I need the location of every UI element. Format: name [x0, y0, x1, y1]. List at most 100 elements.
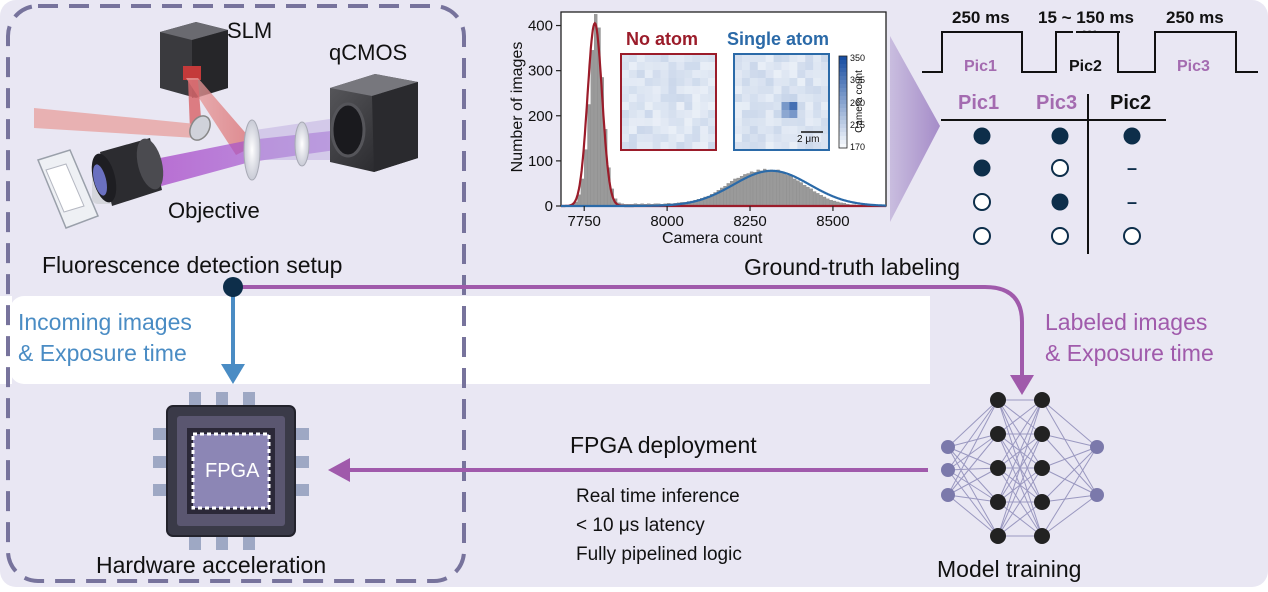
histogram-bar — [581, 179, 584, 206]
nn-node — [990, 460, 1006, 476]
image-pixel — [797, 94, 805, 102]
image-pixel — [700, 102, 708, 110]
image-pixel — [742, 134, 750, 142]
image-pixel — [653, 62, 661, 70]
label-empty-circle — [1052, 228, 1068, 244]
table-header-pic2: Pic2 — [1110, 92, 1151, 115]
image-pixel — [734, 54, 742, 62]
histogram-bar — [793, 179, 796, 206]
image-pixel — [692, 86, 700, 94]
image-pixel — [676, 78, 684, 86]
image-pixel — [700, 118, 708, 126]
image-pixel — [797, 78, 805, 86]
image-pixel — [637, 134, 645, 142]
nn-node — [990, 494, 1006, 510]
image-pixel — [750, 62, 758, 70]
histogram-bar — [753, 172, 756, 206]
nn-node — [941, 440, 955, 454]
colorbar-segment — [839, 80, 847, 84]
histogram-bar — [816, 193, 819, 206]
image-pixel — [669, 62, 677, 70]
image-pixel — [645, 94, 653, 102]
image-pixel — [661, 94, 669, 102]
image-pixel — [782, 62, 790, 70]
label-empty-circle — [1124, 228, 1140, 244]
image-pixel — [734, 134, 742, 142]
image-pixel — [684, 62, 692, 70]
labeling-caption: Ground-truth labeling — [744, 254, 960, 281]
image-pixel — [742, 110, 750, 118]
label-filled-circle — [1052, 128, 1069, 145]
label-dash: – — [1127, 192, 1137, 212]
image-pixel — [621, 94, 629, 102]
image-pixel — [734, 118, 742, 126]
image-pixel — [621, 118, 629, 126]
image-pixel — [734, 78, 742, 86]
image-pixel — [692, 118, 700, 126]
model-caption: Model training — [937, 556, 1081, 583]
label-empty-circle — [974, 228, 990, 244]
image-pixel — [676, 94, 684, 102]
no-atom-label: No atom — [626, 29, 698, 50]
image-pixel — [700, 70, 708, 78]
labeled-line2: & Exposure time — [1045, 340, 1214, 367]
fpga-chip-label: FPGA — [205, 460, 259, 483]
image-pixel — [805, 110, 813, 118]
image-pixel — [645, 110, 653, 118]
colorbar-segment — [839, 104, 847, 108]
image-pixel — [774, 110, 782, 118]
image-pixel — [669, 102, 677, 110]
image-pixel — [684, 94, 692, 102]
image-pixel — [684, 86, 692, 94]
image-pixel — [789, 102, 797, 110]
label-dash: – — [1127, 158, 1137, 178]
image-pixel — [789, 86, 797, 94]
image-pixel — [645, 126, 653, 134]
image-pixel — [661, 62, 669, 70]
image-pixel — [637, 118, 645, 126]
image-pixel — [621, 134, 629, 142]
setup-caption: Fluorescence detection setup — [42, 252, 342, 279]
histogram-bar — [770, 170, 773, 206]
image-pixel — [637, 126, 645, 134]
image-pixel — [684, 110, 692, 118]
histogram-bar — [757, 170, 760, 206]
image-pixel — [661, 110, 669, 118]
colorbar — [839, 56, 847, 148]
image-pixel — [669, 94, 677, 102]
image-pixel — [692, 78, 700, 86]
image-pixel — [661, 102, 669, 110]
nn-node — [990, 392, 1006, 408]
image-pixel — [684, 126, 692, 134]
image-pixel — [805, 54, 813, 62]
image-pixel — [676, 54, 684, 62]
colorbar-segment — [839, 72, 847, 76]
colorbar-segment — [839, 88, 847, 92]
label-empty-circle — [974, 194, 990, 210]
scale-bar-label: 2 μm — [797, 134, 819, 145]
histogram-bar — [806, 187, 809, 206]
image-pixel — [789, 110, 797, 118]
image-pixel — [805, 70, 813, 78]
image-pixel — [661, 126, 669, 134]
image-pixel — [805, 86, 813, 94]
image-pixel — [661, 70, 669, 78]
single-atom-label: Single atom — [727, 29, 829, 50]
colorbar-segment — [839, 100, 847, 104]
image-pixel — [758, 78, 766, 86]
label-filled-circle — [1052, 194, 1069, 211]
image-pixel — [766, 126, 774, 134]
image-pixel — [750, 126, 758, 134]
incoming-line2: & Exposure time — [18, 340, 187, 367]
deployment-label: FPGA deployment — [570, 432, 757, 459]
pulse-pic2: Pic2 — [1069, 58, 1102, 76]
histogram-bar — [783, 174, 786, 206]
image-pixel — [750, 102, 758, 110]
histogram-bar — [787, 175, 790, 206]
image-pixel — [692, 126, 700, 134]
x-tick-label: 8500 — [816, 213, 849, 230]
image-pixel — [734, 86, 742, 94]
x-tick-label: 7750 — [568, 213, 601, 230]
